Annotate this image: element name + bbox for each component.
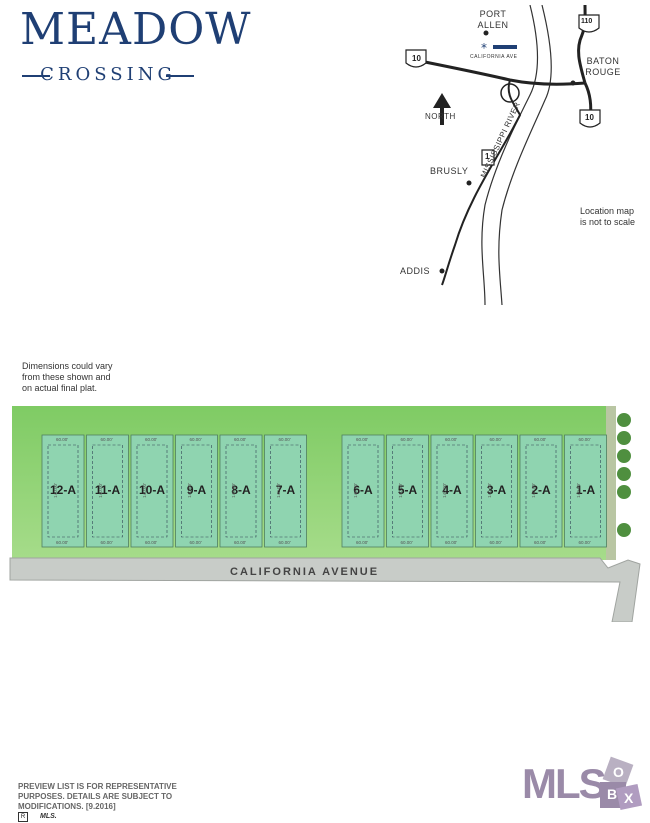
frontage-dimension: 60.00' [145,437,158,442]
depth-dimension: 140.00' [52,483,58,498]
lot-label: 11-A [94,483,121,497]
i10-right-shield-number: 10 [585,113,594,122]
box-letter-b: B [607,786,618,802]
svg-text:*: * [481,41,487,55]
i110-shield-top [578,14,600,33]
map-label-baton-rouge: BATON ROUGE [585,56,621,77]
box-letter-x: X [624,790,634,806]
highway1-shield-number: 1 [485,152,490,161]
depth-dimension: 140.00' [230,483,236,498]
frontage-dimension: 60.00' [356,540,369,545]
lot-2-a [519,434,563,548]
frontage-dimension: 60.00' [145,540,158,545]
frontage-dimension: 60.00' [278,437,291,442]
lot-label: 5-A [397,483,418,497]
map-scale-note: Location map is not to scale [580,206,636,227]
map-label-north: NORTH [425,112,456,121]
i110-shield-number: 110 [581,18,593,25]
map-label-port-allen: PORT ALLEN [477,9,509,30]
frontage-dimension: 60.00' [56,540,69,545]
mls-logo: MLS [522,760,607,807]
logo-subtitle: CROSSING [22,64,194,85]
location-map: * [405,5,601,306]
frontage-dimension: 60.00' [189,540,202,545]
depth-dimension: 140.00' [530,483,536,498]
lot-label: 12-A [49,483,76,497]
lot-grid [41,434,607,548]
frontage-dimension: 60.00' [234,540,247,545]
depth-dimension: 140.00' [486,483,492,498]
map-label-california-ave: CALIFORNIA AVE [470,54,518,60]
lot-label: 1-A [575,483,596,497]
disclaimer-text: PREVIEW LIST IS FOR REPRESENTATIVE PURPO… [18,782,177,811]
logo-rule-left [22,75,50,77]
lot-4-a [430,434,474,548]
logo-rule-right [166,75,194,77]
lot-11-a [86,434,129,548]
lot-5-a [386,434,429,548]
lot-label: 8-A [231,483,251,497]
lot-7-a [264,434,307,548]
lot-label: 7-A [275,483,296,497]
map-label-brusly: BRUSLY [430,166,469,176]
logo-title: MEADOW [20,4,252,55]
realtor-icon: R [18,812,28,822]
lot-1-a [564,434,607,548]
lot-label: 3-A [486,483,507,497]
i10-shield [405,49,427,68]
frontage-dimension: 60.00' [278,540,291,545]
map-label-addis: ADDIS [400,266,431,276]
dimensions-note: Dimensions could vary from these shown a… [22,361,113,393]
i10-shield-number: 10 [412,54,421,63]
frontage-dimension: 60.00' [578,540,591,545]
frontage-dimension: 60.00' [56,437,69,442]
frontage-dimension: 60.00' [489,437,502,442]
lot-3-a [475,434,518,548]
lot-12-a [41,434,85,548]
mls-mark: MLS. [40,813,57,820]
frontage-dimension: 60.00' [534,437,547,442]
lot-label: 9-A [186,483,207,497]
frontage-dimension: 60.00' [445,437,458,442]
frontage-dimension: 60.00' [400,437,413,442]
highway1-shield [481,149,495,166]
depth-dimension: 140.00' [97,483,103,498]
frontage-dimension: 60.00' [578,437,591,442]
depth-dimension: 140.00' [186,483,192,498]
depth-dimension: 140.00' [141,483,147,498]
lot-label: 10-A [138,483,165,497]
frontage-dimension: 60.00' [445,540,458,545]
site-plan [9,406,641,622]
frontage-dimension: 60.00' [100,540,113,545]
lot-9-a [175,434,218,548]
depth-dimension: 140.00' [575,483,581,498]
mls-box-icon: B O X [598,756,644,815]
frontage-dimension: 60.00' [534,540,547,545]
frontage-dimension: 60.00' [100,437,113,442]
depth-dimension: 140.00' [397,483,403,498]
frontage-dimension: 60.00' [489,540,502,545]
lot-8-a [219,434,263,548]
lot-6-a [341,434,385,548]
frontage-dimension: 60.00' [234,437,247,442]
logo-subtitle-text: CROSSING [40,64,176,85]
frontage-dimension: 60.00' [356,437,369,442]
depth-dimension: 140.00' [275,483,281,498]
lot-10-a [130,434,174,548]
box-letter-o: O [613,764,624,780]
lot-label: 2-A [531,483,551,497]
lot-label: 4-A [442,483,462,497]
street-label-california-avenue: CALIFORNIA AVENUE [230,566,380,578]
i10-shield-right [579,109,601,128]
frontage-dimension: 60.00' [400,540,413,545]
depth-dimension: 140.00' [352,483,358,498]
frontage-dimension: 60.00' [189,437,202,442]
lot-label: 6-A [353,483,373,497]
depth-dimension: 140.00' [441,483,447,498]
